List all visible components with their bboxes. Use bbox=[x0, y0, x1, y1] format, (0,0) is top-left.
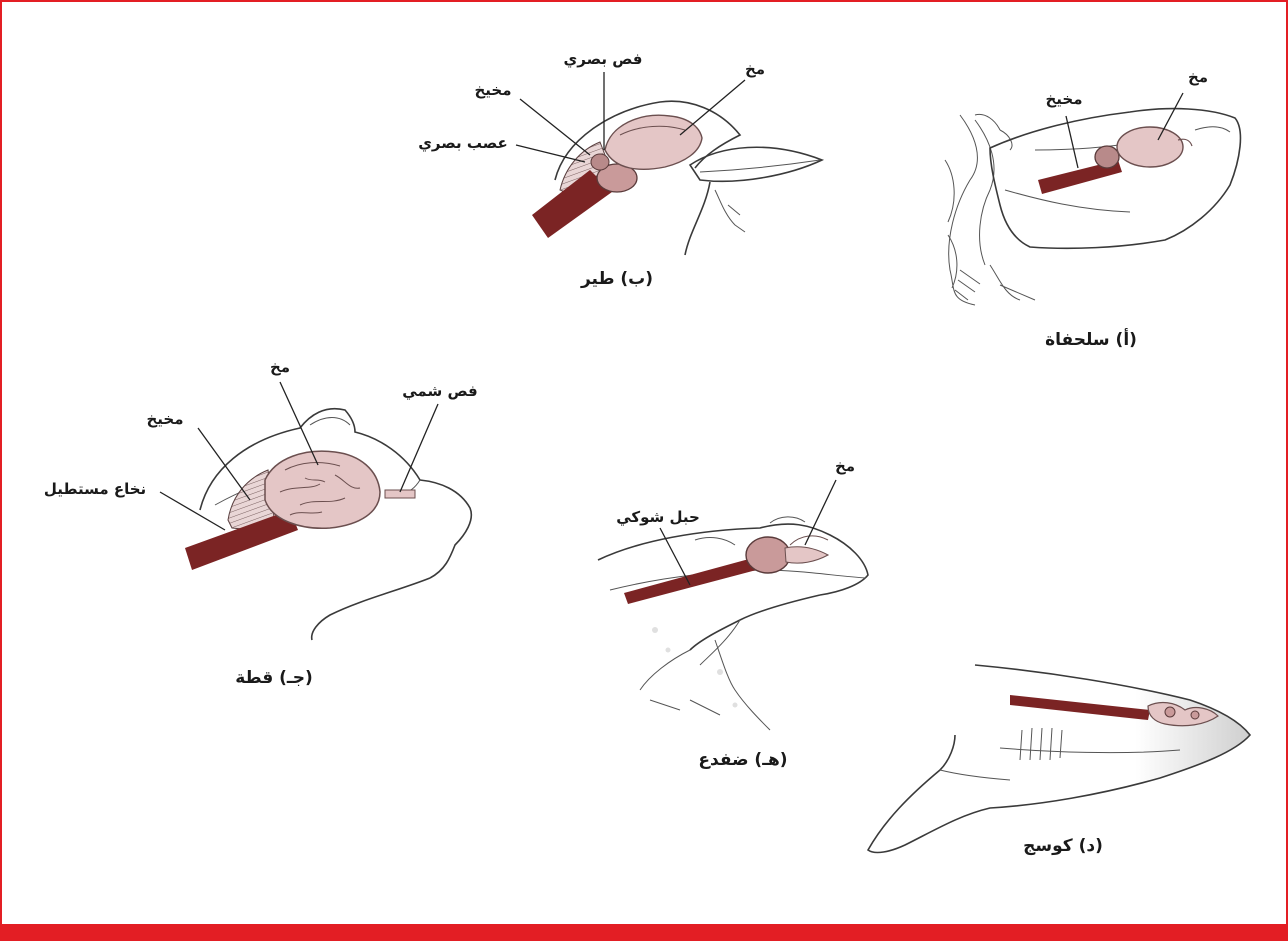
turtle-cerebellum bbox=[1095, 146, 1119, 168]
bird-caption: (ب) طير bbox=[580, 269, 653, 289]
turtle-cerebellum-label: مخيخ bbox=[1045, 90, 1082, 108]
frog-brain bbox=[746, 537, 790, 573]
turtle-brain bbox=[1117, 127, 1183, 167]
shark-panel: (د) كوسج bbox=[868, 665, 1250, 856]
bird-optic-nerve-label: عصب بصري bbox=[418, 134, 508, 153]
bird-drawing bbox=[532, 101, 822, 255]
bottom-bar bbox=[0, 924, 1288, 941]
turtle-brain-label: مخ bbox=[1188, 68, 1208, 86]
frog-caption: (هـ) ضفدع bbox=[698, 750, 787, 770]
bird-optic-nerve-leader bbox=[516, 145, 585, 162]
bird-brain-leader bbox=[680, 80, 745, 135]
cat-brain-label: مخ bbox=[270, 358, 290, 376]
bird-optic-lobe-label: فص بصري bbox=[564, 50, 643, 69]
cat-panel: مخ فص شمي مخيخ نخاع مستطيل (جـ) قطة bbox=[44, 358, 478, 688]
bird-brain-label: مخ bbox=[745, 60, 765, 78]
turtle-drawing bbox=[945, 109, 1240, 305]
turtle-panel: مخ مخيخ (أ) سلحفاة bbox=[945, 68, 1240, 350]
frog-spinal-cord bbox=[624, 556, 764, 604]
bird-cerebellum-label: مخيخ bbox=[474, 81, 511, 99]
cat-cerebellum-leader bbox=[198, 428, 250, 500]
frog-spinal-cord-label: حبل شوكي bbox=[616, 508, 700, 526]
cat-drawing bbox=[185, 409, 471, 640]
turtle-cerebellum-leader bbox=[1066, 116, 1078, 168]
turtle-caption: (أ) سلحفاة bbox=[1045, 328, 1137, 350]
frog-drawing bbox=[598, 517, 868, 730]
frog-panel: مخ حبل شوكي (هـ) ضفدع bbox=[598, 457, 868, 770]
shark-caption: (د) كوسج bbox=[1023, 836, 1103, 856]
cat-medulla-label: نخاع مستطيل bbox=[44, 480, 146, 498]
cat-caption: (جـ) قطة bbox=[235, 668, 313, 688]
cat-medulla-leader bbox=[160, 492, 225, 530]
frog-brain-label: مخ bbox=[835, 457, 855, 475]
cat-cerebellum-label: مخيخ bbox=[146, 410, 183, 428]
cat-olfactory-lobe-label: فص شمي bbox=[402, 382, 478, 400]
shark-drawing bbox=[868, 665, 1250, 852]
bird-cerebellum-leader bbox=[520, 99, 590, 155]
bird-panel: مخ فص بصري مخيخ عصب بصري (ب) طير bbox=[418, 50, 822, 289]
bird-brain bbox=[605, 115, 702, 169]
